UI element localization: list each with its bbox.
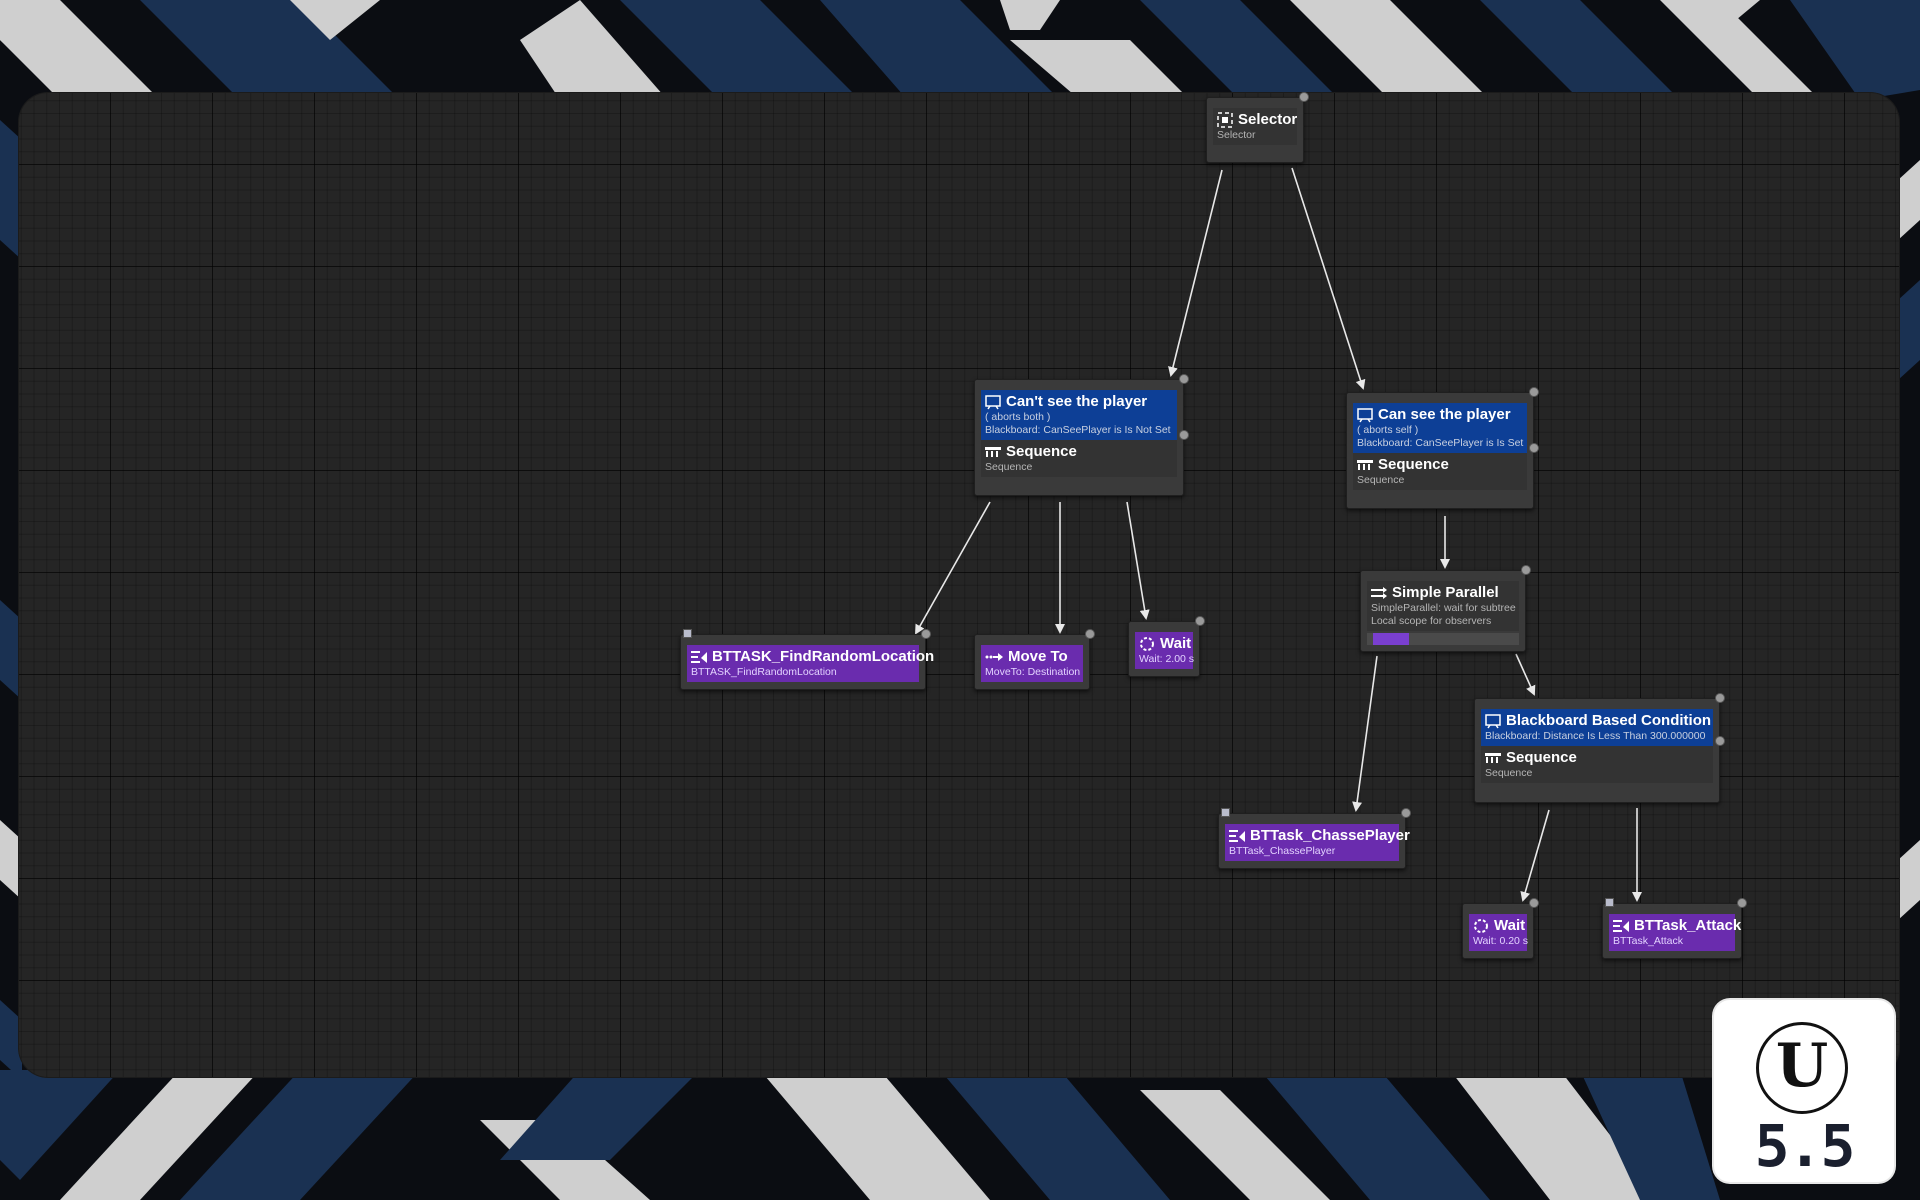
task-title: BTTask_ChassePlayer <box>1250 827 1410 844</box>
main-task-indicator <box>1373 633 1409 645</box>
move-to-task-node[interactable]: Move To MoveTo: Destination <box>974 629 1095 690</box>
task-subtitle: Wait: 0.20 s <box>1473 935 1529 947</box>
selector-subtitle: Selector <box>1217 129 1256 141</box>
task-subtitle: MoveTo: Destination <box>985 666 1081 678</box>
chase-player-task-node[interactable]: BTTask_ChassePlayer BTTask_ChassePlayer <box>1218 808 1411 869</box>
wait-short-task-node[interactable]: Wait Wait: 0.20 s <box>1462 898 1539 959</box>
composite-title: Sequence <box>1506 749 1577 766</box>
node-pin[interactable] <box>1521 565 1531 575</box>
node-pin[interactable] <box>1085 629 1095 639</box>
task-title: BTTASK_FindRandomLocation <box>712 648 935 665</box>
selector-title: Selector <box>1238 111 1298 128</box>
decorator-condition: Blackboard: Distance Is Less Than 300.00… <box>1485 730 1706 742</box>
cant-see-player-sequence-node[interactable]: Can't see the player ( aborts both ) Bla… <box>974 374 1189 496</box>
composite-title: Simple Parallel <box>1392 584 1499 601</box>
sequence-icon <box>985 447 1001 457</box>
breakpoint-marker <box>1605 898 1614 907</box>
wait-icon <box>1140 637 1154 651</box>
blackboard-condition-decorator[interactable]: Blackboard Based Condition Blackboard: D… <box>1481 709 1713 746</box>
decorator-abort-mode: ( aborts self ) <box>1357 424 1419 436</box>
selector-node[interactable]: Selector Selector <box>1206 92 1309 163</box>
decorator-condition: Blackboard: CanSeePlayer is Is Not Set <box>985 424 1171 436</box>
blackboard-condition-sequence-node[interactable]: Blackboard Based Condition Blackboard: D… <box>1474 693 1725 803</box>
task-title: Move To <box>1008 648 1068 665</box>
selector-icon <box>1217 112 1233 128</box>
wait-task-node[interactable]: Wait Wait: 2.00 s <box>1128 616 1205 677</box>
task-subtitle: BTTASK_FindRandomLocation <box>691 666 837 678</box>
decorator-title: Blackboard Based Condition <box>1506 712 1712 729</box>
blackboard-condition-sequence[interactable]: Sequence Sequence <box>1481 746 1713 783</box>
task-title: Wait <box>1494 917 1526 934</box>
composite-subtitle: Sequence <box>1485 767 1533 779</box>
unreal-logo-icon: U <box>1756 1022 1848 1114</box>
parallel-observer-scope: Local scope for observers <box>1371 615 1492 627</box>
find-random-location-task-node[interactable]: BTTASK_FindRandomLocation BTTASK_FindRan… <box>680 629 934 690</box>
task-icon <box>1613 920 1629 932</box>
blackboard-decorator-icon <box>1485 713 1501 728</box>
composite-subtitle: Sequence <box>1357 474 1405 486</box>
cant-see-sequence[interactable]: Sequence Sequence <box>981 440 1177 477</box>
breakpoint-marker <box>1221 808 1230 817</box>
sequence-icon <box>1485 753 1501 763</box>
task-icon <box>691 651 707 663</box>
task-title: BTTask_Attack <box>1634 917 1742 934</box>
can-see-sequence[interactable]: Sequence Sequence <box>1353 453 1527 490</box>
engine-version: 5.5 <box>1754 1112 1856 1180</box>
decorator-title: Can see the player <box>1378 406 1511 423</box>
decorator-title: Can't see the player <box>1006 393 1148 410</box>
sequence-icon <box>1357 460 1373 470</box>
cant-see-decorator[interactable]: Can't see the player ( aborts both ) Bla… <box>981 390 1177 440</box>
task-subtitle: Wait: 2.00 s <box>1139 653 1195 665</box>
node-pin[interactable] <box>1529 387 1539 397</box>
blackboard-decorator-icon <box>985 394 1001 409</box>
attack-task-node[interactable]: BTTask_Attack BTTask_Attack <box>1602 898 1747 959</box>
node-pin[interactable] <box>1737 898 1747 908</box>
decorator-abort-mode: ( aborts both ) <box>985 411 1051 423</box>
decorator-condition: Blackboard: CanSeePlayer is Is Set <box>1357 437 1524 449</box>
breakpoint-marker <box>683 629 692 638</box>
decorator-pin[interactable] <box>1715 736 1725 746</box>
simple-parallel-icon <box>1371 587 1387 599</box>
decorator-pin[interactable] <box>1179 430 1189 440</box>
node-pin[interactable] <box>1195 616 1205 626</box>
task-subtitle: BTTask_ChassePlayer <box>1229 845 1336 857</box>
can-see-decorator[interactable]: Can see the player ( aborts self ) Black… <box>1353 403 1527 453</box>
simple-parallel-node[interactable]: Simple Parallel SimpleParallel: wait for… <box>1360 565 1531 652</box>
move-to-icon <box>985 653 1003 661</box>
node-pin[interactable] <box>1529 898 1539 908</box>
composite-title: Sequence <box>1378 456 1449 473</box>
node-pin[interactable] <box>1715 693 1725 703</box>
logo-symbol: U <box>1775 1031 1829 1101</box>
node-pin[interactable] <box>1401 808 1411 818</box>
blackboard-decorator-icon <box>1357 407 1373 422</box>
parallel-finish-mode: SimpleParallel: wait for subtree <box>1371 602 1516 614</box>
task-icon <box>1229 830 1245 842</box>
can-see-player-sequence-node[interactable]: Can see the player ( aborts self ) Black… <box>1346 387 1539 509</box>
composite-title: Sequence <box>1006 443 1077 460</box>
composite-subtitle: Sequence <box>985 461 1033 473</box>
task-subtitle: BTTask_Attack <box>1613 935 1684 947</box>
unreal-engine-logo: U 5.5 <box>1714 1000 1894 1182</box>
wait-icon <box>1474 919 1488 933</box>
node-pin[interactable] <box>1299 92 1309 102</box>
node-pin[interactable] <box>921 629 931 639</box>
decorator-pin[interactable] <box>1529 443 1539 453</box>
parallel-main-task-slot[interactable] <box>1367 633 1519 645</box>
node-pin[interactable] <box>1179 374 1189 384</box>
task-title: Wait <box>1160 635 1192 652</box>
